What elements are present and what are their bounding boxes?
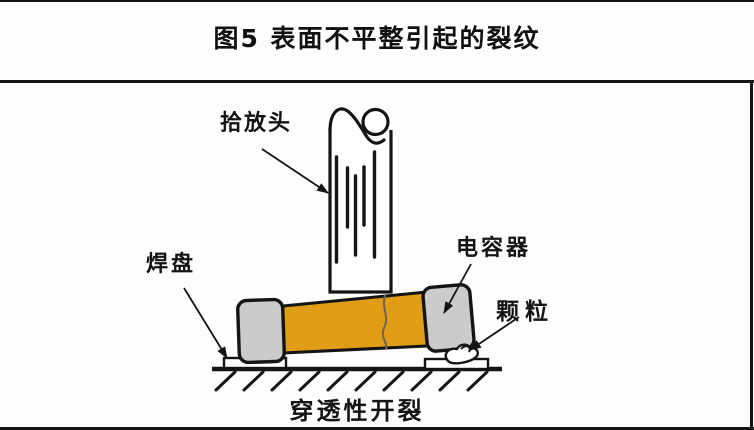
pickup-head-notch xyxy=(328,107,386,145)
top-rule xyxy=(0,0,754,2)
label-capacitor: 电容器 xyxy=(456,236,532,261)
capacitor-body xyxy=(281,290,429,355)
pickup-head-outline xyxy=(328,128,393,294)
capacitor-terminal-right xyxy=(421,283,476,353)
arrow-capacitor xyxy=(443,263,472,314)
suction-lines xyxy=(334,150,377,264)
pickup-head-body xyxy=(330,116,391,292)
label-particle: 颗粒 xyxy=(496,299,554,325)
figure-bottom-border xyxy=(0,427,754,430)
leader-arrows xyxy=(183,148,520,359)
arrow-particle xyxy=(469,316,520,351)
capacitor-terminal-left xyxy=(236,297,286,365)
pcb-hatching xyxy=(214,370,489,392)
label-solder-pad: 焊盘 xyxy=(146,252,197,277)
arrow-pickup-head xyxy=(261,148,329,194)
figure-caption: 图5 表面不平整引起的裂纹 xyxy=(213,24,541,53)
label-penetrating-crack: 穿透性开裂 xyxy=(289,397,425,425)
capacitor-shape xyxy=(236,283,476,365)
pcb-surface xyxy=(212,366,502,392)
pickup-head-loop xyxy=(361,107,390,137)
figure-right-border xyxy=(750,80,753,430)
figure-top-border xyxy=(0,80,754,83)
arrow-pad xyxy=(183,287,228,359)
pickup-head-shape xyxy=(328,107,393,294)
capacitor-crack-line xyxy=(381,294,388,350)
label-pickup-head: 拾放头 xyxy=(220,111,293,136)
